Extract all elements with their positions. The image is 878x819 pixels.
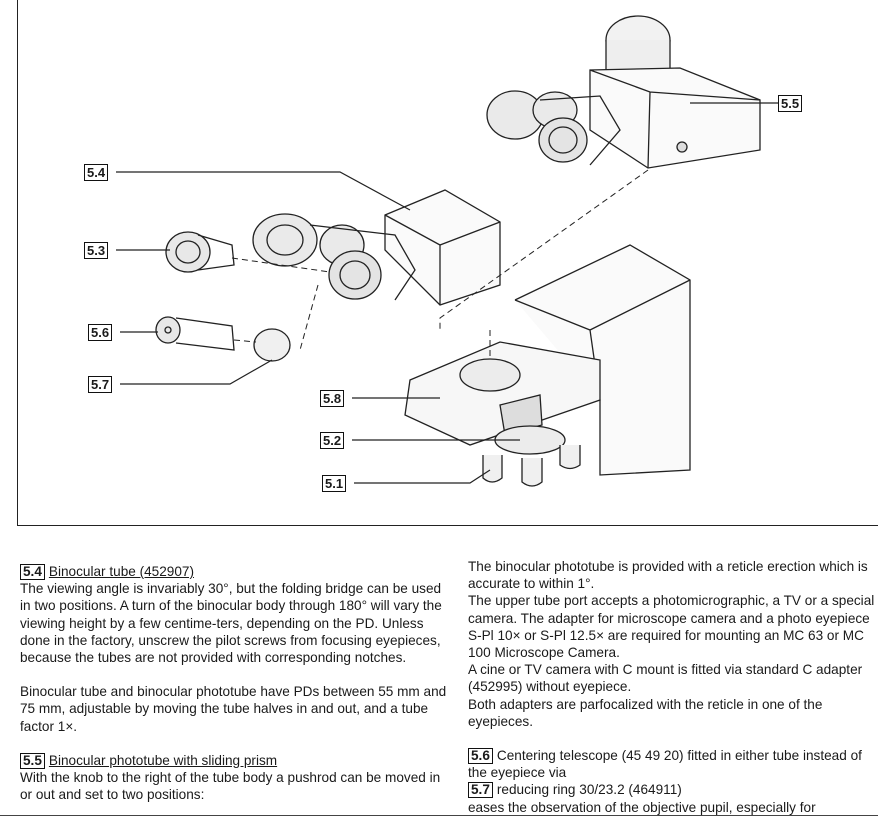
callout-5-2: 5.2 (320, 432, 345, 449)
microscope-illustration (116, 15, 778, 487)
callout-5-6: 5.6 (88, 324, 113, 341)
phototube-drawing (486, 15, 761, 169)
parfocal-paragraph: Both adapters are parfocalized with the … (468, 696, 823, 729)
section-5-7-continuation: eases the observation of the objective p… (468, 799, 816, 815)
callout-5-5: 5.5 (778, 95, 803, 112)
reticle-paragraph: The binocular phototube is provided with… (468, 559, 868, 592)
camera-port-paragraph: The upper tube port accepts a photomicro… (468, 593, 875, 661)
section-title: Binocular phototube with sliding prism (48, 752, 278, 768)
pd-paragraph: Binocular tube and binocular phototube h… (20, 684, 447, 734)
stand-drawing (404, 244, 691, 487)
callout-5-3: 5.3 (84, 242, 109, 259)
eyepiece-drawing (165, 231, 235, 273)
section-5-7-text: reducing ring 30/23.2 (464911) (496, 782, 682, 798)
section-5-5-body: With the knob to the right of the tube b… (20, 770, 441, 803)
section-title: Binocular tube (452907) (48, 564, 195, 579)
page-bottom-rule (0, 815, 878, 816)
callout-5-7: 5.7 (88, 376, 113, 393)
section-tag: 5.7 (468, 782, 493, 799)
section-5-6-text: Centering telescope (45 49 20) fitted in… (468, 748, 862, 781)
cine-tv-paragraph: A cine or TV camera with C mount is fitt… (468, 662, 863, 695)
callout-5-1: 5.1 (322, 475, 347, 492)
section-5-4-body: The viewing angle is invariably 30°, but… (20, 581, 442, 666)
callout-5-4: 5.4 (84, 164, 109, 181)
section-tag: 5.5 (20, 752, 45, 769)
figure-frame (17, 0, 878, 526)
callout-5-8: 5.8 (320, 390, 345, 407)
right-column: The binocular phototube is provided with… (468, 558, 878, 816)
binocular-tube-drawing (252, 189, 501, 306)
centering-telescope-drawing (155, 316, 291, 362)
section-tag: 5.6 (468, 748, 493, 765)
section-tag: 5.4 (20, 564, 45, 580)
